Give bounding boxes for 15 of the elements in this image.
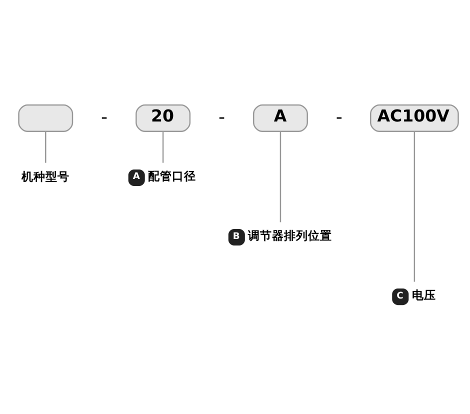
node-box: 20 — [136, 104, 191, 132]
node-text: 机种型号 — [22, 168, 70, 183]
connector — [162, 131, 164, 162]
node-label: 配管口径 — [148, 168, 196, 182]
connector — [45, 131, 46, 162]
connector — [414, 131, 416, 282]
connector — [280, 131, 282, 222]
label: - — [218, 106, 226, 128]
node-box — [18, 104, 74, 132]
label: - — [101, 106, 108, 128]
node-label: 调节器排列位置 — [248, 228, 332, 242]
node-label: 电压 — [412, 288, 436, 302]
node-box: A — [252, 104, 308, 132]
node-box: AC100V — [370, 104, 459, 132]
label: - — [336, 106, 342, 128]
